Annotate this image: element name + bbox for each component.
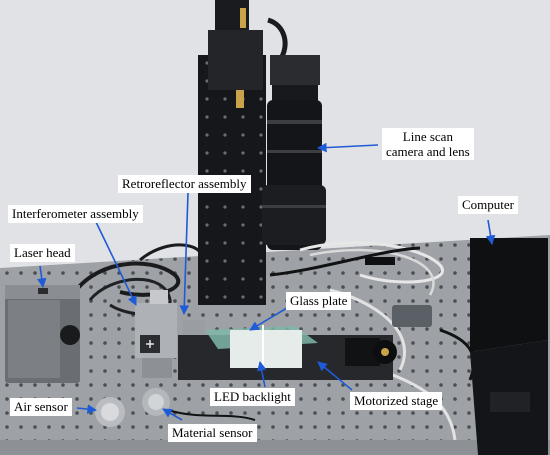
camera-body	[270, 55, 320, 85]
arrow-interferometer	[95, 221, 137, 306]
arrow-air-sensor	[76, 404, 97, 414]
label-retroreflector-assembly: Retroreflector assembly	[118, 175, 251, 193]
arrow-retroreflector	[179, 192, 190, 315]
label-computer: Computer	[458, 196, 518, 214]
label-air-sensor: Air sensor	[10, 398, 72, 416]
arrow-line-scan	[317, 142, 379, 153]
arrow-computer	[485, 219, 496, 245]
arrow-motorized-stage	[317, 361, 353, 391]
laptop-screen	[470, 238, 548, 352]
label-interferometer-assembly: Interferometer assembly	[8, 205, 143, 223]
label-material-sensor: Material sensor	[168, 424, 257, 442]
label-motorized-stage: Motorized stage	[350, 392, 443, 410]
arrow-glass-plate	[249, 307, 288, 331]
arrow-led-backlight	[256, 361, 267, 388]
arrow-laser-head	[37, 265, 47, 288]
led-backlight	[230, 330, 302, 368]
pointer-arrows	[37, 142, 496, 421]
label-laser-head: Laser head	[10, 244, 75, 262]
label-glass-plate: Glass plate	[286, 292, 352, 310]
label-line-scan-camera: Line scan camera and lens	[382, 128, 474, 160]
arrow-material-sensor	[162, 408, 183, 421]
label-led-backlight: LED backlight	[210, 388, 295, 406]
